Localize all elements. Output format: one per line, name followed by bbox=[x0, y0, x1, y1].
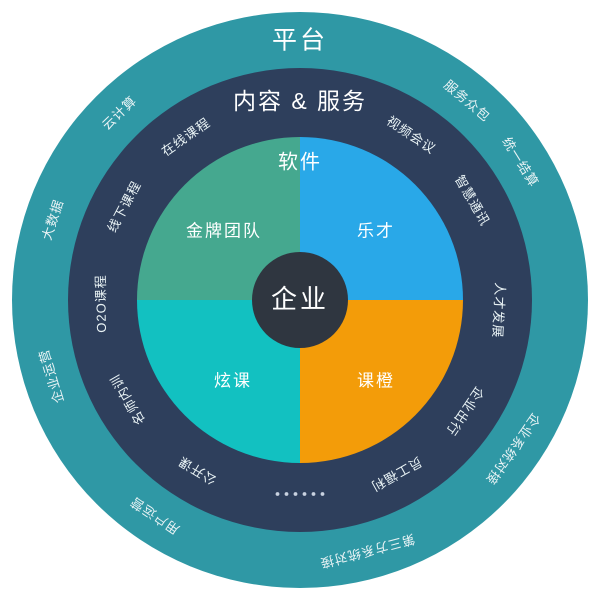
middle-ring-label-2[interactable]: O2O课程 bbox=[93, 274, 109, 333]
inner-ring-title: 软件 bbox=[278, 150, 322, 173]
ellipsis-dot-4 bbox=[311, 492, 316, 496]
quadrant-top-right[interactable] bbox=[300, 137, 463, 300]
ellipsis-dot-2 bbox=[293, 492, 298, 496]
ellipsis-dots bbox=[275, 492, 325, 496]
middle-ring-title: 内容 & 服务 bbox=[233, 88, 367, 114]
ellipsis-dot-0 bbox=[275, 492, 280, 496]
ellipsis-dot-5 bbox=[320, 492, 325, 496]
core-circle[interactable] bbox=[252, 252, 348, 348]
ellipsis-dot-1 bbox=[284, 492, 289, 496]
quadrant-bottom-left[interactable] bbox=[137, 300, 300, 463]
quadrant-label-bottom-right: 课橙 bbox=[357, 371, 395, 390]
quadrant-label-top-right: 乐才 bbox=[357, 221, 395, 240]
quadrant-label-top-left: 金牌团队 bbox=[186, 221, 262, 240]
outer-ring-title: 平台 bbox=[272, 27, 328, 55]
core-label: 企业 bbox=[271, 284, 329, 314]
quadrant-bottom-right[interactable] bbox=[300, 300, 463, 463]
inner-quadrants bbox=[137, 137, 463, 463]
ellipsis-dot-3 bbox=[302, 492, 307, 496]
quadrant-top-left[interactable] bbox=[137, 137, 300, 300]
quadrant-label-bottom-left: 炫课 bbox=[214, 371, 252, 390]
middle-ring-label-7[interactable]: 人才发展 bbox=[490, 282, 508, 339]
